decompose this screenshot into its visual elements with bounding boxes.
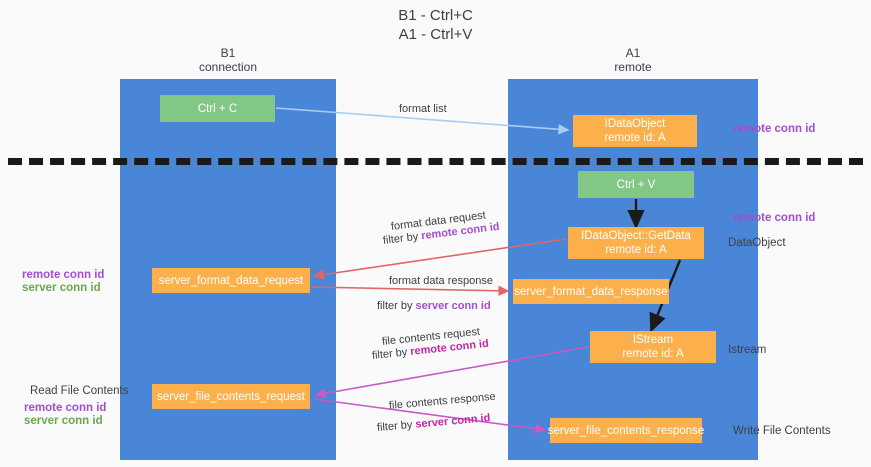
title-line-1: B1 - Ctrl+C xyxy=(398,7,473,24)
column-header-a1-name: A1 xyxy=(625,46,641,60)
annotation-left-remote-conn-id-2: remote conn id xyxy=(24,402,107,414)
flow-label-file-contents-response: file contents response xyxy=(388,390,497,412)
annotation-dataobject: DataObject xyxy=(728,237,786,249)
filter-prefix-2: filter by xyxy=(377,300,416,312)
box-server-format-data-response[interactable]: server_format_data_response xyxy=(513,279,669,304)
box-server-file-contents-request-label: server_file_contents_request xyxy=(157,390,305,403)
box-server-file-contents-response[interactable]: server_file_contents_response xyxy=(547,418,705,443)
flow-label-file-contents-response-filter: filter by server conn id xyxy=(376,411,491,435)
page-title: B1 - Ctrl+C A1 - Ctrl+V xyxy=(0,6,871,44)
flow-label-format-data-response: format data response xyxy=(389,275,493,287)
flow-label-format-data-response-filter: filter by server conn id xyxy=(377,299,491,313)
box-istream-line1: IStream xyxy=(632,334,674,346)
annotation-left-remote-conn-id-1: remote conn id xyxy=(22,269,105,281)
filter-value-4: server conn id xyxy=(414,412,491,431)
filter-prefix-4: filter by xyxy=(376,418,416,434)
title-line-2: A1 - Ctrl+V xyxy=(398,26,473,43)
column-header-b1: B1 connection xyxy=(128,46,328,74)
box-server-format-data-request-label: server_format_data_request xyxy=(158,274,304,287)
column-header-b1-name: B1 xyxy=(220,46,236,60)
box-ctrl-v-label: Ctrl + V xyxy=(616,178,656,191)
annotation-remote-conn-id-top: remote conn id xyxy=(733,123,816,135)
filter-value-2: server conn id xyxy=(415,300,491,312)
box-idataobject-line2: remote id: A xyxy=(604,132,666,144)
annotation-left-server-conn-id-1: server conn id xyxy=(22,282,101,294)
box-ctrl-v[interactable]: Ctrl + V xyxy=(578,171,694,198)
box-server-format-data-request[interactable]: server_format_data_request xyxy=(152,268,310,293)
annotation-istream: Istream xyxy=(728,344,767,356)
box-istream[interactable]: IStream remote id: A xyxy=(590,331,716,363)
box-idataobject-getdata[interactable]: IDataObject::GetData remote id: A xyxy=(568,227,704,259)
box-server-file-contents-response-label: server_file_contents_response xyxy=(547,424,705,437)
box-idataobject[interactable]: IDataObject remote id: A xyxy=(573,115,697,147)
box-getdata-line1: IDataObject::GetData xyxy=(581,230,691,242)
column-header-b1-role: connection xyxy=(198,60,258,74)
box-ctrl-c[interactable]: Ctrl + C xyxy=(160,95,275,122)
box-istream-line2: remote id: A xyxy=(622,348,684,360)
phase-divider xyxy=(8,158,863,165)
annotation-read-file-contents: Read File Contents xyxy=(30,385,129,397)
column-header-a1-role: remote xyxy=(614,60,652,74)
annotation-write-file-contents: Write File Contents xyxy=(733,425,831,437)
annotation-left-server-conn-id-2: server conn id xyxy=(24,415,103,427)
box-ctrl-c-label: Ctrl + C xyxy=(197,102,238,115)
filter-prefix-3: filter by xyxy=(371,346,411,362)
box-idataobject-line1: IDataObject xyxy=(604,118,666,130)
column-header-a1: A1 remote xyxy=(533,46,733,74)
flow-label-format-list: format list xyxy=(399,103,447,115)
box-getdata-line2: remote id: A xyxy=(605,244,667,256)
box-server-format-data-response-label: server_format_data_response xyxy=(514,285,668,298)
filter-prefix-1: filter by xyxy=(382,230,422,247)
box-server-file-contents-request[interactable]: server_file_contents_request xyxy=(152,384,310,409)
annotation-remote-conn-id-mid: remote conn id xyxy=(733,212,816,224)
